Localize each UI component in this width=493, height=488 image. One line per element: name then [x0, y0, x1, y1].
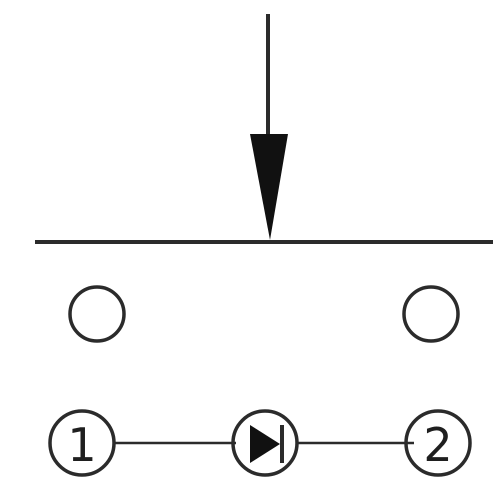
center-node	[231, 409, 299, 477]
terminal-2: 2	[404, 409, 472, 477]
terminal-1-circle	[48, 409, 116, 477]
fixed-contact-right	[402, 285, 460, 343]
center-node-circle	[231, 409, 299, 477]
terminal-1: 1	[48, 409, 116, 477]
terminal-2-label: 2	[423, 418, 452, 472]
terminal-2-circle	[404, 409, 472, 477]
actuator-arrowhead-icon	[250, 134, 288, 240]
fixed-contact-left	[68, 285, 126, 343]
terminal-1-label: 1	[67, 418, 96, 472]
play-triangle-icon	[250, 425, 280, 463]
